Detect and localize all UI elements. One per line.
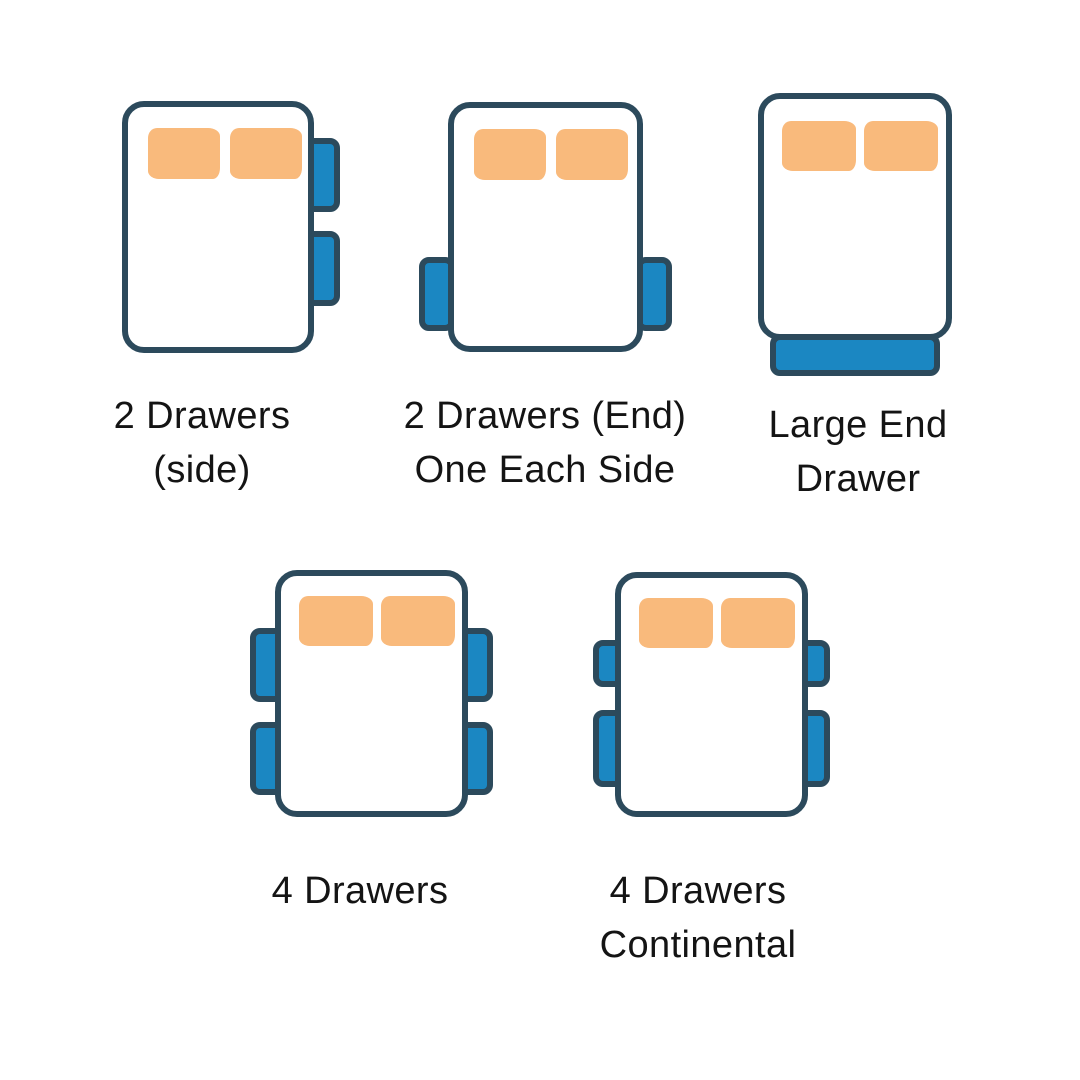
bed-figure-2-drawers-side [122,101,340,353]
bed-mattress [758,93,952,340]
bed-label-4-drawers: 4 Drawers [272,864,449,918]
pillow-icon [148,128,220,179]
pillow-icon [474,129,546,180]
pillow-icon [721,598,795,648]
bed-figure-4-drawers-continental [593,572,830,817]
bed-figure-4-drawers [250,570,493,817]
bed-mattress [615,572,808,817]
bed-label-line: Drawer [795,458,921,500]
pillow-icon [230,128,302,179]
bed-label-line: One Each Side [414,449,676,491]
bed-label-line: 4 Drawers [609,870,787,912]
bed-label-2-drawers-end-one-each-side: 2 Drawers (End) One Each Side [404,389,687,497]
pillow-icon [381,596,455,646]
bed-label-line: Large End [768,404,948,446]
bed-label-line: 2 Drawers [113,395,291,437]
storage-drawer-icon [770,334,940,376]
pillow-icon [864,121,938,171]
bed-label-line: Continental [599,924,797,966]
bed-label-2-drawers-side: 2 Drawers (side) [114,389,291,497]
bed-figure-large-end-drawer [758,93,952,376]
pillow-icon [299,596,373,646]
bed-label-line: 2 Drawers (End) [403,395,687,437]
pillow-icon [639,598,713,648]
bed-mattress [448,102,643,352]
bed-label-line: 4 Drawers [271,870,449,912]
pillow-icon [556,129,628,180]
bed-mattress [122,101,314,353]
pillow-icon [782,121,856,171]
bed-figure-2-drawers-end-one-each-side [419,102,672,352]
bed-label-line: (side) [153,449,251,491]
bed-mattress [275,570,468,817]
